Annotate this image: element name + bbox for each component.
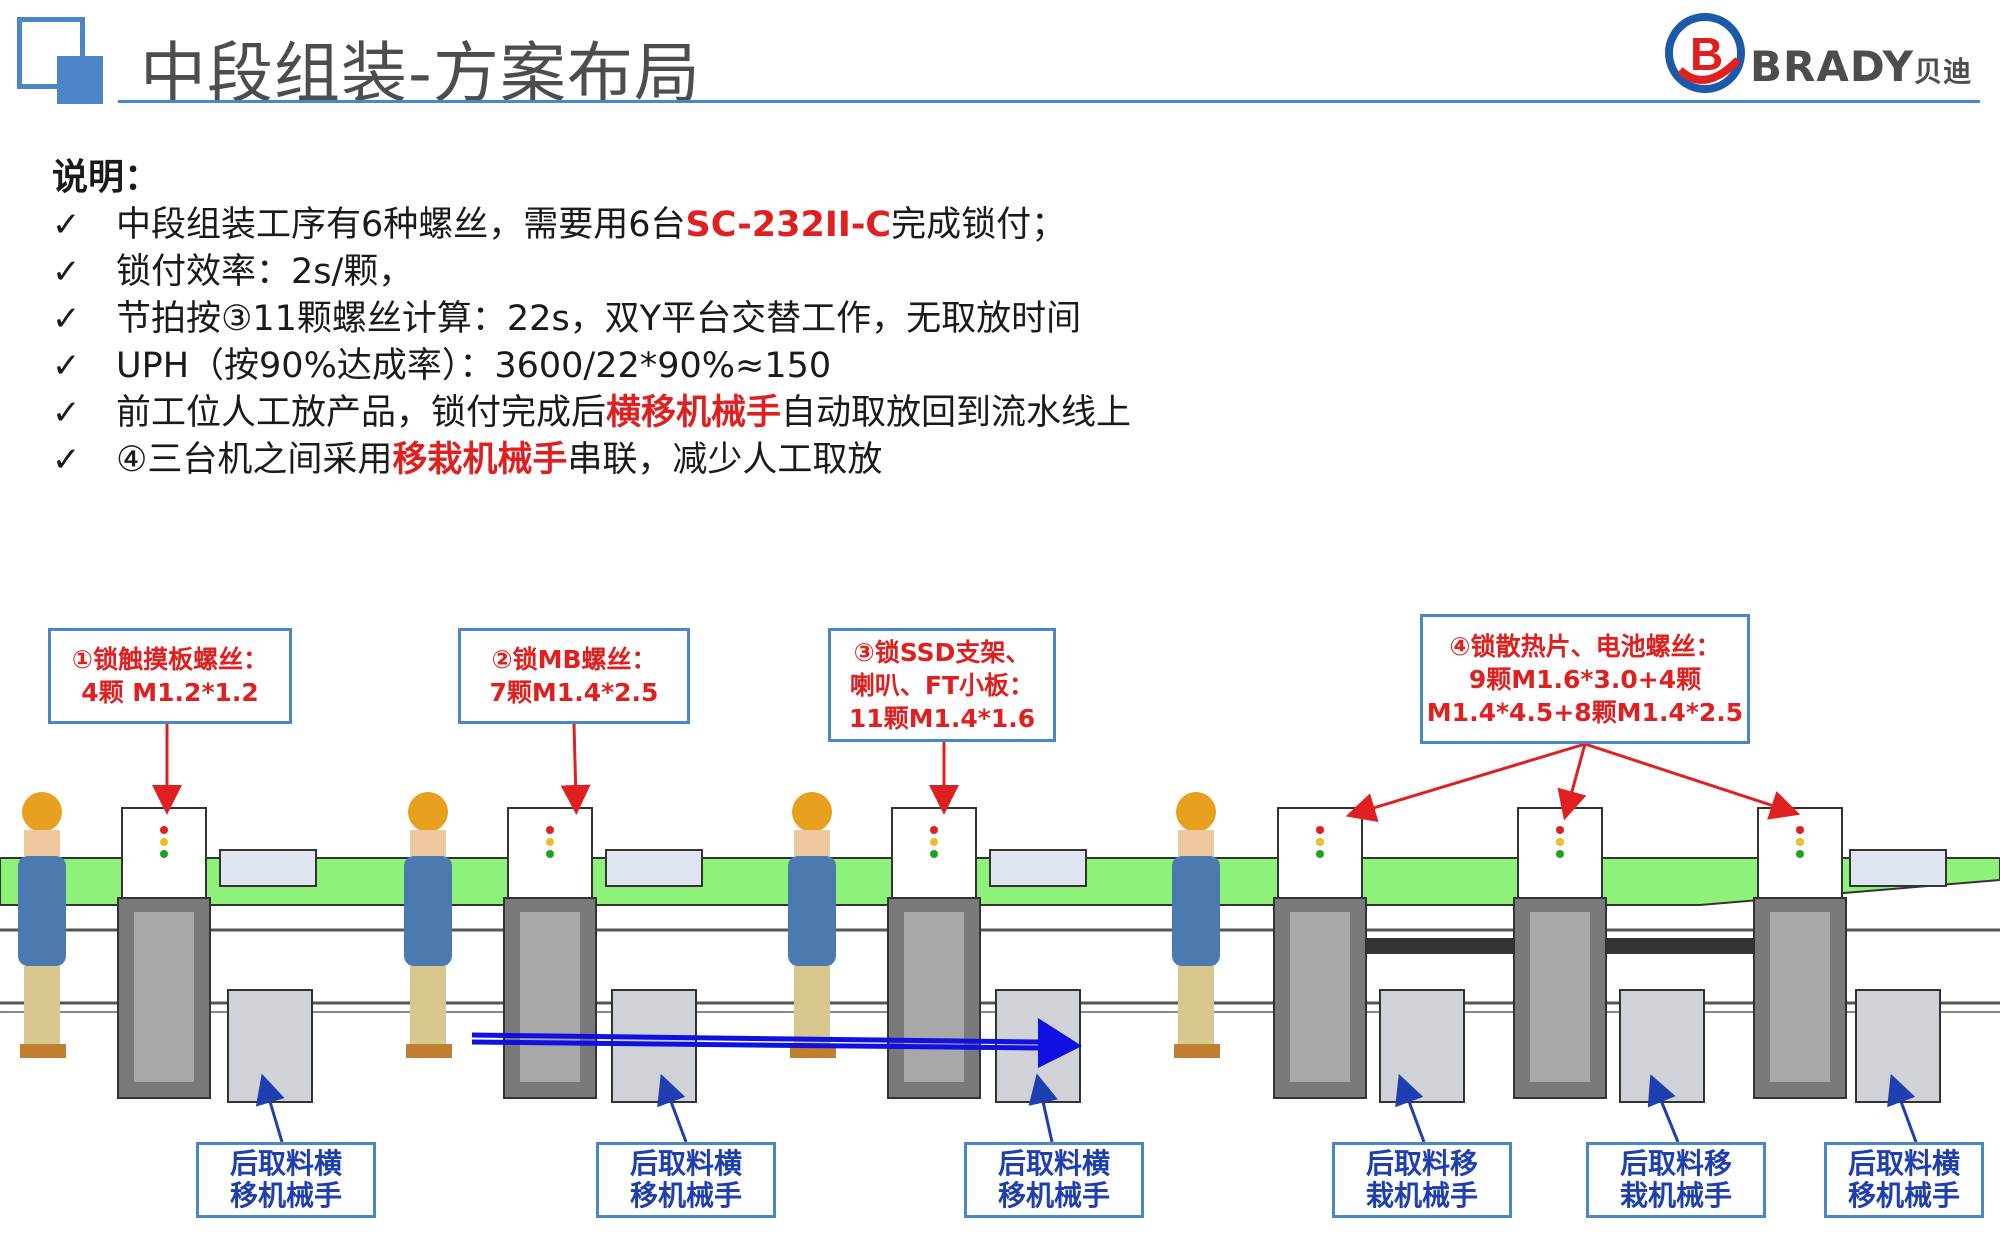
note-text: UPH（按90%达成率）：3600/22*90%≈150 [116, 346, 832, 386]
label-line: 后取料横 [629, 1147, 742, 1180]
label-line: 栽机械手 [1365, 1179, 1478, 1212]
callout-station-4: ④锁散热片、电池螺丝： 9颗M1.6*3.0+4颗 M1.4*4.5+8颗M1.… [1420, 614, 1750, 744]
operator-figure [404, 792, 452, 1058]
callout-line: 喇叭、FT小板： [849, 670, 1035, 700]
robot-arm-label: 后取料横 移机械手 [596, 1142, 776, 1218]
title-underline [118, 100, 1980, 103]
label-pointer-arrow [1647, 1074, 1680, 1143]
label-pointer-arrow [1887, 1073, 1918, 1143]
header-square-fill-icon [57, 56, 103, 104]
note-text: 前工位人工放产品，锁付完成后 [116, 393, 607, 433]
label-line: 栽机械手 [1619, 1179, 1732, 1212]
callout-line: 9颗M1.6*3.0+4颗 [1468, 664, 1702, 694]
flow-arrow [471, 1018, 1082, 1068]
checkmark-icon: ✓ [52, 252, 81, 292]
note-item: ✓ UPH（按90%达成率）：3600/22*90%≈150 [52, 337, 831, 388]
label-line: 移机械手 [629, 1179, 742, 1212]
callout-line: ③锁SSD支架、 [853, 637, 1031, 667]
robot-arm-label: 后取料横 移机械手 [196, 1142, 376, 1218]
robot-arm-label: 后取料移 栽机械手 [1586, 1142, 1766, 1218]
screw-machine [1513, 807, 1766, 1103]
label-line: 后取料横 [229, 1147, 342, 1180]
label-pointer-arrow [255, 1073, 285, 1143]
robot-arm-label: 后取料横 移机械手 [964, 1142, 1144, 1218]
operator-figure [1172, 792, 1220, 1058]
label-line: 移机械手 [997, 1179, 1110, 1212]
callout-line: ②锁MB螺丝： [491, 645, 657, 674]
screw-machine [1753, 807, 1947, 1103]
svg-text:B: B [1690, 28, 1723, 80]
note-text: 锁付效率：2s/颗， [116, 252, 414, 292]
callout-line: ④锁散热片、电池螺丝： [1449, 631, 1721, 661]
note-item: ✓ 锁付效率：2s/颗， [52, 243, 413, 294]
note-item: ✓ ④三台机之间采用移栽机械手串联，减少人工取放 [52, 431, 882, 482]
callout-pointer-arrow [1557, 743, 1587, 821]
note-text-tail: 自动取放回到流水线上 [781, 393, 1132, 433]
callout-station-3: ③锁SSD支架、 喇叭、FT小板： 11颗M1.4*1.6 [828, 628, 1056, 742]
callout-station-2: ②锁MB螺丝： 7颗M1.4*2.5 [458, 628, 690, 724]
page-title: 中段组装-方案布局 [140, 35, 701, 112]
callout-line: 11颗M1.4*1.6 [848, 703, 1036, 733]
brady-logo-icon: B [1665, 13, 1745, 93]
checkmark-icon: ✓ [52, 440, 81, 480]
screw-machine [503, 807, 703, 1103]
brand-name-cn: 贝迪 [1914, 55, 1973, 88]
robot-arm-label: 后取料横 移机械手 [1824, 1142, 1984, 1218]
brand-name: BRADY贝迪 [1750, 42, 1972, 91]
callout-line: 4颗 M1.2*1.2 [81, 678, 259, 707]
callout-line: ①锁触摸板螺丝： [71, 645, 269, 674]
label-pointer-arrow [1395, 1073, 1426, 1143]
note-highlight: SC-232II-C [685, 205, 892, 245]
note-highlight: 横移机械手 [606, 393, 782, 433]
robot-arm-label: 后取料移 栽机械手 [1332, 1142, 1512, 1218]
screw-machine [1273, 807, 1526, 1103]
note-item: ✓ 前工位人工放产品，锁付完成后横移机械手自动取放回到流水线上 [52, 384, 1131, 435]
note-item: ✓ 节拍按③11颗螺丝计算：22s，双Y平台交替工作，无取放时间 [52, 290, 1081, 341]
label-line: 移机械手 [1847, 1179, 1960, 1212]
header-square-outline-icon [17, 17, 85, 89]
note-text: ④三台机之间采用 [116, 440, 393, 480]
label-line: 移机械手 [229, 1179, 342, 1212]
notes-heading: 说明： [52, 157, 161, 198]
label-line: 后取料移 [1619, 1147, 1732, 1180]
note-text: 中段组装工序有6种螺丝，需要用6台 [116, 205, 686, 245]
screw-machine [117, 807, 317, 1103]
label-line: 后取料横 [1847, 1147, 1960, 1180]
note-highlight: 移栽机械手 [392, 440, 568, 480]
note-text-tail: 串联，减少人工取放 [567, 440, 883, 480]
callout-station-1: ①锁触摸板螺丝： 4颗 M1.2*1.2 [48, 628, 292, 724]
callout-pointer-arrow [1584, 742, 1801, 820]
label-line: 后取料移 [1365, 1147, 1478, 1180]
callout-pointer-arrow [1345, 742, 1586, 823]
checkmark-icon: ✓ [52, 299, 81, 339]
label-pointer-arrow [1028, 1073, 1058, 1143]
checkmark-icon: ✓ [52, 205, 81, 245]
note-text: 节拍按③11颗螺丝计算：22s，双Y平台交替工作，无取放时间 [116, 299, 1082, 339]
label-pointer-arrow [657, 1073, 688, 1143]
checkmark-icon: ✓ [52, 346, 81, 386]
operator-figure [18, 792, 66, 1058]
checkmark-icon: ✓ [52, 393, 81, 433]
callout-line: M1.4*4.5+8颗M1.4*2.5 [1426, 697, 1744, 727]
label-line: 后取料横 [997, 1147, 1110, 1180]
note-text-tail: 完成锁付； [891, 205, 1067, 245]
callout-pointer-arrow [560, 723, 591, 815]
callout-line: 7颗M1.4*2.5 [489, 678, 659, 707]
brand-name-latin: BRADY [1750, 42, 1915, 91]
operator-figure [788, 792, 836, 1058]
